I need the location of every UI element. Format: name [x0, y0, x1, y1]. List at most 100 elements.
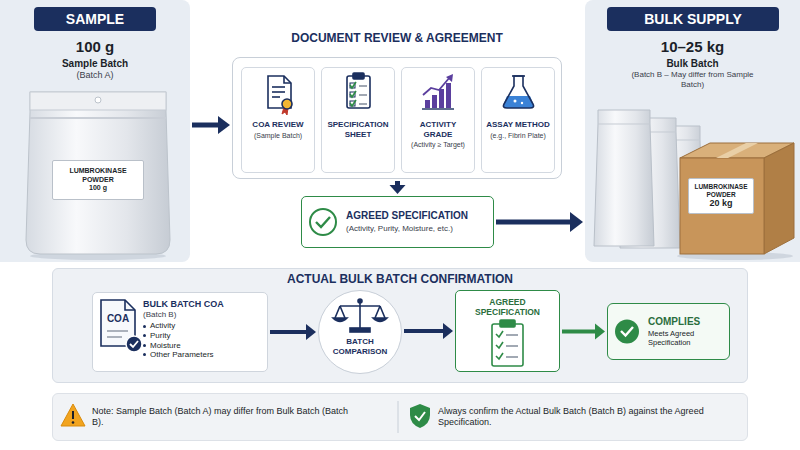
text-slot: LUMBROKINASE POWDER: [692, 183, 750, 199]
bulk-pouches-part: [594, 110, 654, 246]
scale-icon-part: [333, 318, 347, 322]
sample-pouch-part: [26, 92, 170, 254]
bulk-pouches-part: [652, 140, 700, 141]
coa-icon-part: [272, 86, 285, 88]
bulk-panel: 10–25 kgBulk Batch(Batch B – May differ …: [585, 0, 800, 262]
arrow-head: [595, 324, 605, 340]
spec-checklist-icon-part: [506, 334, 518, 336]
text-slot: Note: Sample Batch (Batch A) may differ …: [92, 406, 352, 428]
checklist-icon-part: [347, 76, 370, 108]
text-slot: DOCUMENT REVIEW & AGREEMENT: [233, 31, 561, 45]
header-tab: SAMPLE: [34, 7, 156, 31]
agreed-spec-box: AGREED SPECIFICATION(Activity, Purity, M…: [301, 196, 494, 248]
text-slot: LUMBROKINASE POWDER: [57, 167, 139, 184]
sample-pouch: [26, 92, 170, 260]
text-slot: Bulk Batch: [666, 56, 718, 70]
product-label: LUMBROKINASE POWDER20 kg: [688, 178, 754, 214]
agreed-spec-box: AGREED SPECIFICATION: [455, 290, 560, 372]
warning-icon-part: [72, 411, 74, 419]
text-slot: (Activity ≥ Target): [411, 139, 465, 149]
document-icon-part: [101, 300, 135, 346]
text-slot: COMPLIES: [648, 316, 725, 328]
arrow-head: [306, 324, 316, 340]
coa-icon-part: [268, 76, 291, 108]
icon-caption: COA: [99, 313, 137, 325]
spec-checklist-icon-part: [496, 353, 503, 359]
scale-icon-part: [359, 301, 361, 328]
list-item: Purity: [150, 331, 170, 341]
text-slot: ASSAY METHOD: [486, 120, 550, 130]
card-title: SPECIFICATION SHEET: [326, 120, 390, 139]
bullet-dot: [143, 344, 146, 347]
scale-icon-part: [375, 306, 385, 318]
quantity-text: 10–25 kg: [661, 38, 724, 56]
text-slot: Meets Agreed Specification: [648, 328, 725, 347]
warning-icon-part: [61, 404, 85, 426]
complies-check-icon: [615, 320, 639, 344]
text-slot: (Batch A): [76, 70, 113, 81]
batch-id: (Batch A): [76, 70, 113, 81]
arrow-shaft: [270, 330, 308, 334]
coa-icon-part: [272, 91, 285, 93]
note-text: Note: Sample Batch (Batch A) may differ …: [92, 406, 352, 428]
quantity-text: 100 g: [89, 184, 107, 192]
scale-icon-part: [373, 318, 387, 322]
shipping-box-part: [680, 158, 764, 254]
coa-icon-part: [284, 76, 291, 83]
section-title: ACTUAL BULK BATCH CONFIRMATION: [53, 272, 747, 286]
flow-arrow: [270, 324, 316, 340]
text-slot: 100 g: [89, 184, 107, 192]
text-slot: BULK SUPPLY: [644, 11, 742, 28]
review-group: DOCUMENT REVIEW & AGREEMENTCOA REVIEW(Sa…: [232, 57, 562, 179]
document-card: SPECIFICATION SHEET: [321, 67, 395, 173]
check-icon: [310, 209, 336, 235]
flask-icon-part: [503, 96, 533, 108]
flow-arrow: [562, 324, 605, 340]
text-slot: Activity: [143, 321, 261, 331]
shipping-box-part: [677, 252, 793, 260]
shipping-box: [677, 143, 794, 260]
spec-checklist-icon-part: [506, 356, 518, 358]
section-title: DOCUMENT REVIEW & AGREEMENT: [233, 31, 561, 45]
complies-check-icon-part: [621, 327, 633, 336]
warning-icon-part: [72, 421, 75, 424]
checklist-icon: [347, 73, 370, 108]
text-slot: 10–25 kg: [661, 38, 724, 56]
text-slot: BULK BATCH COA: [143, 299, 261, 310]
text-slot: 20 kg: [709, 198, 732, 209]
coa-icon-part: [282, 99, 292, 109]
text-slot: (Batch B): [143, 310, 261, 322]
batch-name: Sample Batch: [62, 58, 128, 70]
warning-icon: [61, 404, 85, 426]
note-bar: Note: Sample Batch (Batch A) may differ …: [52, 393, 748, 441]
result-text: Meets Agreed Specification: [648, 329, 725, 347]
confirmation-panel: ACTUAL BULK BATCH CONFIRMATION COA BULK BA…: [52, 268, 748, 383]
shield-icon: [410, 404, 430, 428]
text-slot: SPECIFICATION SHEET: [326, 120, 390, 139]
text-slot: Moisture: [143, 341, 261, 351]
arrow-shaft: [404, 329, 445, 333]
flask-icon-part: [512, 75, 525, 77]
divider-line: [398, 401, 399, 433]
activity-chart-icon: [422, 74, 454, 109]
checklist-icon-part: [350, 82, 356, 88]
document-card: ACTIVITY GRADE(Activity ≥ Target): [401, 67, 475, 173]
bulk-pouches-part: [649, 126, 703, 244]
list-item: Other Parameters: [150, 350, 214, 360]
card-title: ACTIVITY GRADE: [406, 120, 470, 139]
document-card: ASSAY METHOD(e.g., Fibrin Plate): [481, 67, 555, 173]
shipping-box-part: [680, 143, 794, 158]
checklist-icon-part: [350, 101, 355, 106]
batch-id: (Batch B – May differ from Sample Batch): [630, 70, 755, 89]
checklist-icon-part: [350, 91, 356, 97]
list-item: Moisture: [150, 341, 181, 351]
text-slot: AGREED SPECIFICATION: [459, 297, 556, 317]
spec-checklist-icon-part: [496, 342, 503, 348]
box-subtitle: (Activity, Purity, Moisture, etc.): [346, 224, 489, 234]
text-slot: (Sample Batch): [254, 130, 302, 140]
comparison-circle: BATCH COMPARISON: [318, 290, 402, 374]
arrow-shaft: [395, 181, 400, 187]
product-name: LUMBROKINASE POWDER: [692, 183, 750, 199]
checklist-icon-part: [350, 100, 356, 106]
